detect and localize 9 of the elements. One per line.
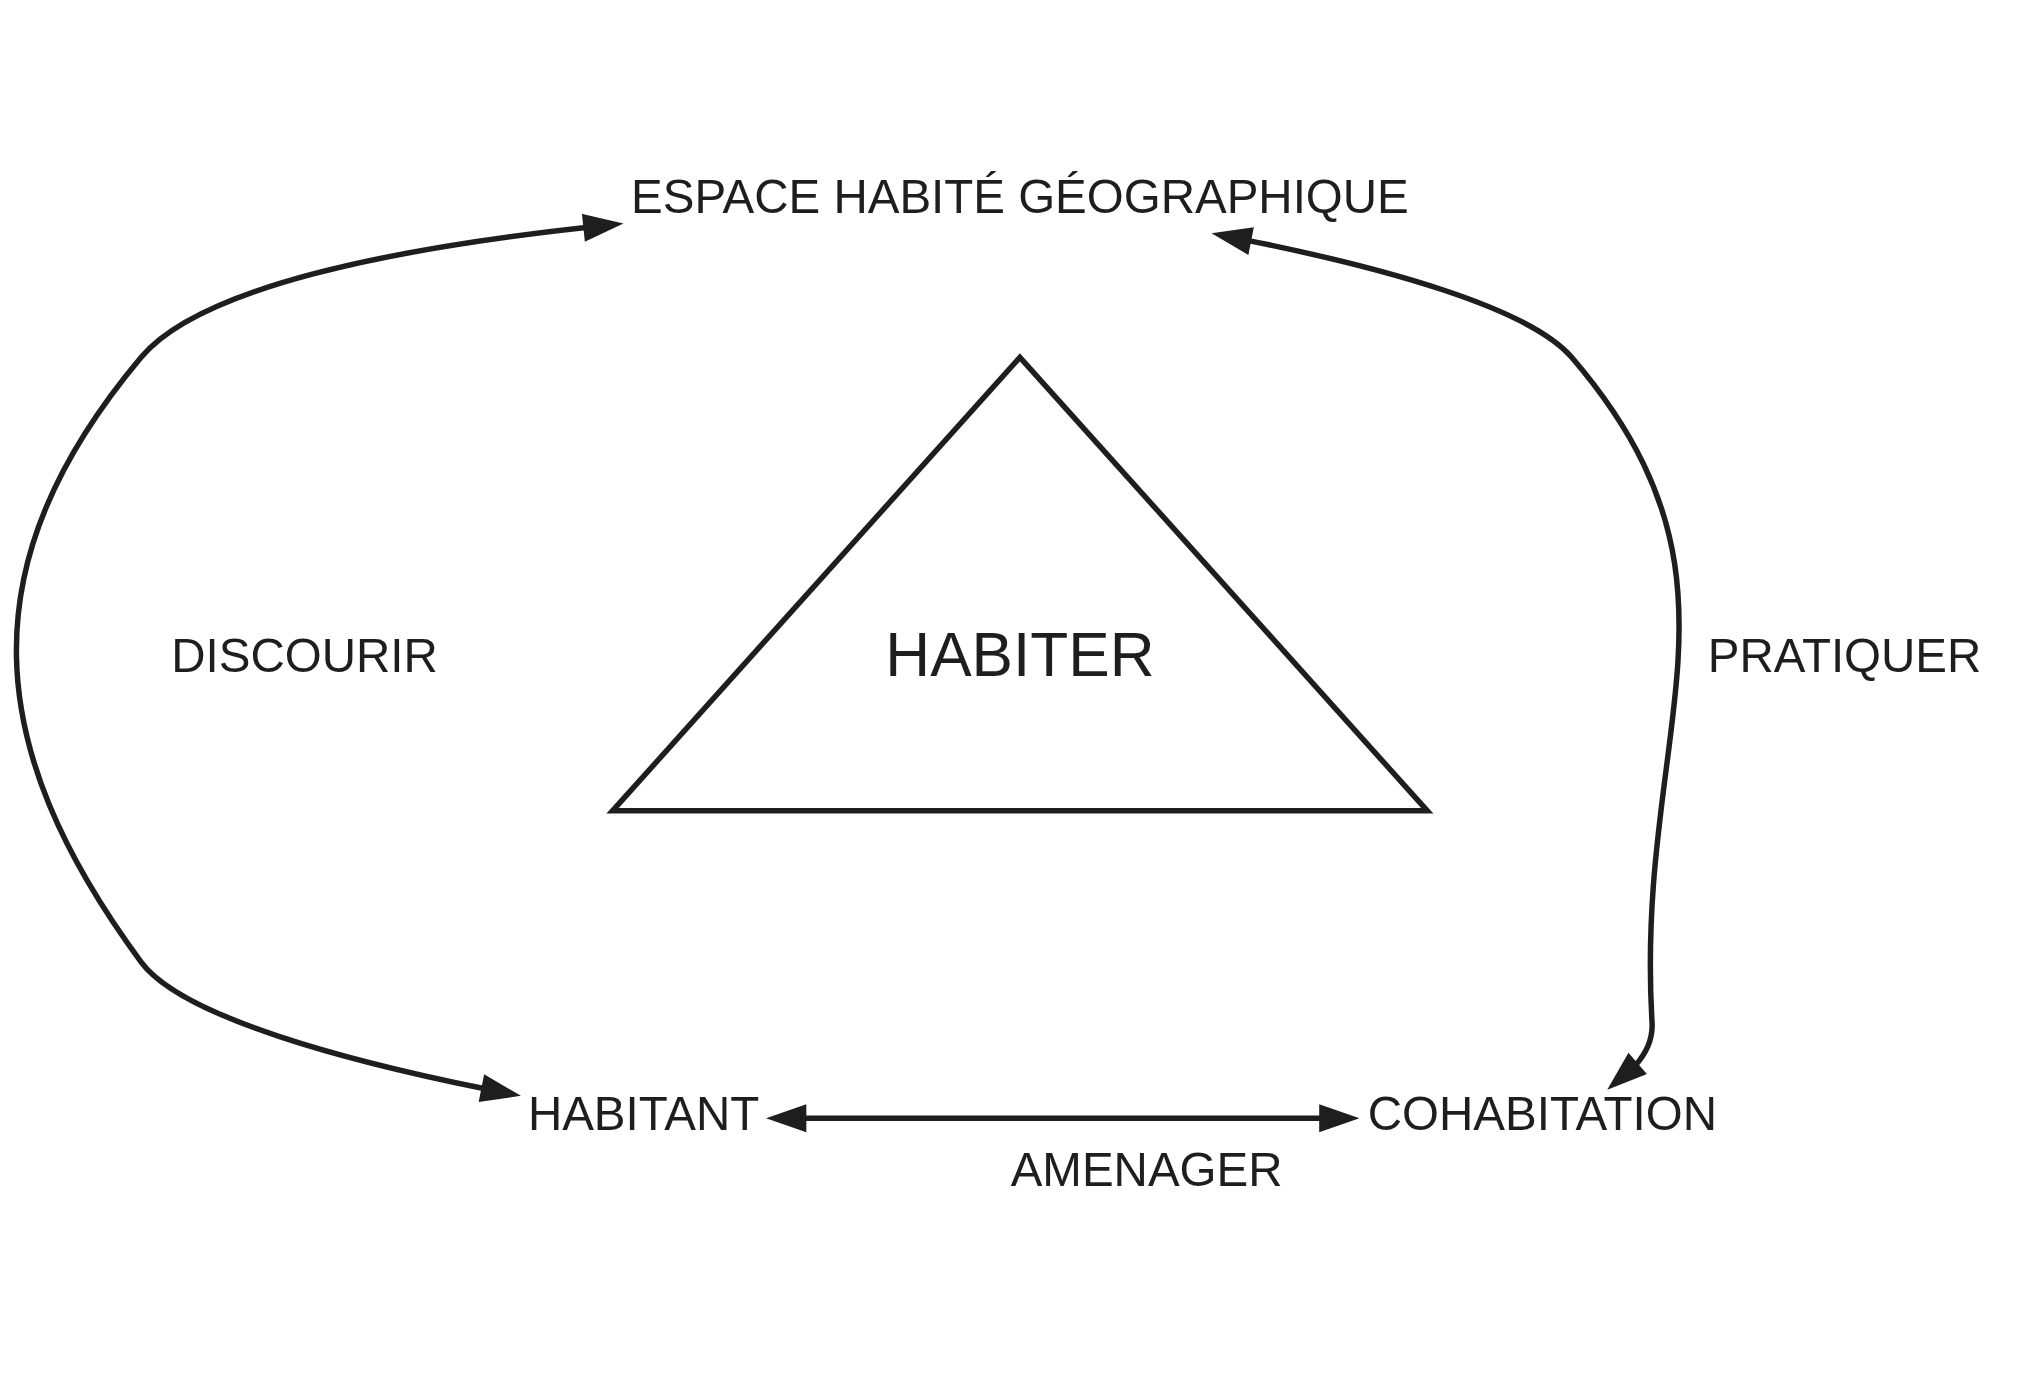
arrow: [766, 1103, 1360, 1132]
edge-label: AMENAGER: [1010, 1142, 1283, 1196]
node-text: COHABITATION: [1367, 1086, 1718, 1140]
edge-label: DISCOURIR: [171, 628, 438, 682]
node-text: ESPACE HABITÉ GÉOGRAPHIQUE: [631, 169, 1409, 223]
arrow: [14, 213, 624, 1102]
edge-label: PRATIQUER: [1707, 628, 1982, 682]
node-text: HABITANT: [527, 1086, 760, 1140]
arrow: [1211, 226, 1682, 1090]
